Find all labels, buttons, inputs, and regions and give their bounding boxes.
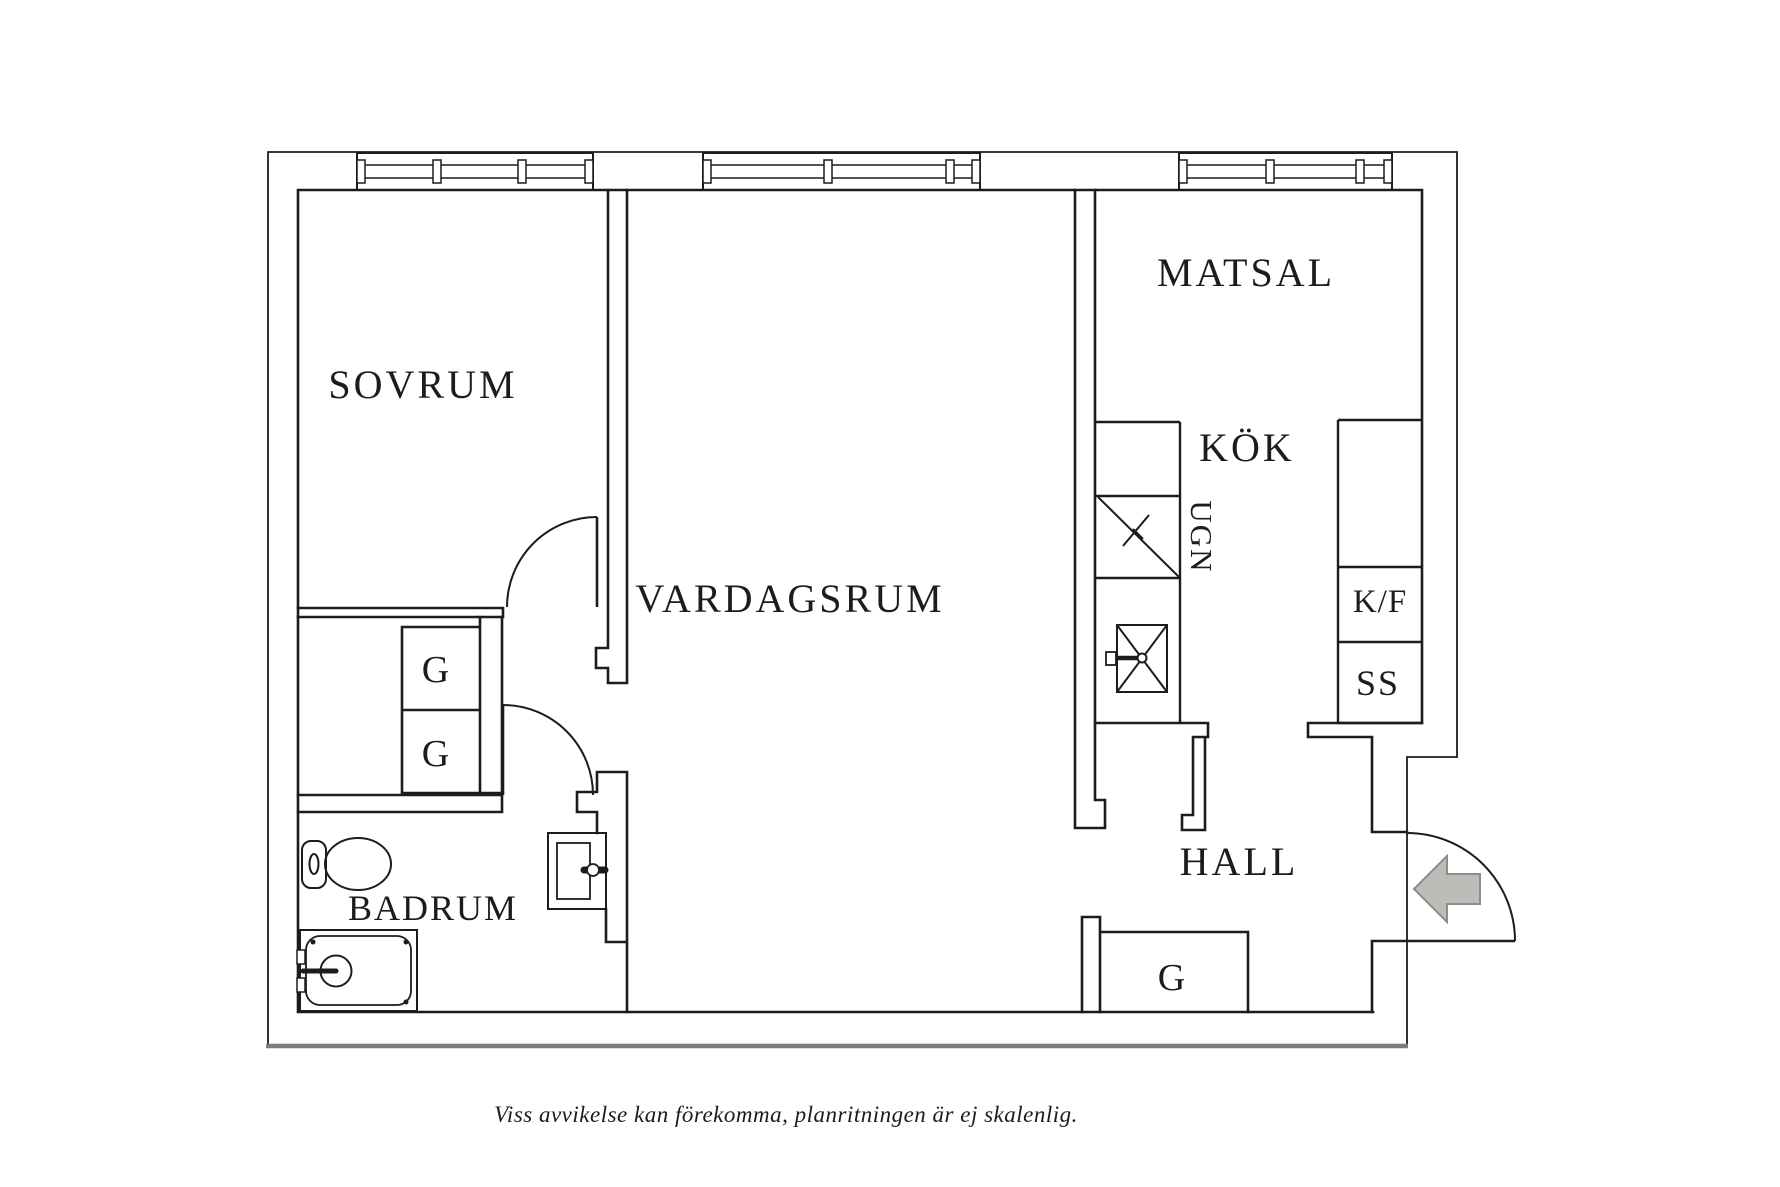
room-label-kok: KÖK [1199,425,1295,470]
wardrobe-label-hall: G [1158,957,1186,999]
room-label-vardagsrum: VARDAGSRUM [635,576,944,621]
toilet-icon [301,837,392,891]
wall-hall-closet [1080,915,1250,1014]
bathtub-icon [296,929,418,1012]
vardagsrum-window [702,152,981,191]
outer-wall-outline [266,151,1458,1049]
wall-vardagsrum-kok [1073,188,1107,830]
wardrobe-label-2: G [422,733,450,775]
stove-icon [1097,496,1180,578]
entry-arrow-icon [1412,853,1481,925]
wall-kok-hall-left-jamb [1093,721,1210,832]
plan-caption: Viss avvikelse kan förekomma, planritnin… [494,1102,1078,1127]
windows [356,152,1393,191]
kitchen-counter-right [1336,418,1422,725]
doors [501,516,1516,943]
badrum-door [501,704,594,796]
bathroom-sink-icon [547,832,609,910]
kitchen-fixtures [1095,418,1422,725]
ss-cabinet-label: SS [1356,663,1400,703]
kitchen-sink-icon [1105,624,1168,693]
wall-badrum-right [575,770,629,1014]
wall-sovrum-bottom [296,606,505,619]
matsal-window [1178,152,1393,191]
sovrum-window [356,152,594,191]
room-label-hall: HALL [1180,839,1299,884]
room-label-matsal: MATSAL [1157,250,1335,295]
sovrum-door [506,516,599,608]
bathroom-fixtures [296,832,609,1012]
labels: SOVRUM VARDAGSRUM MATSAL KÖK HALL BADRUM… [328,250,1407,1127]
fridge-freezer-label: K/F [1353,584,1407,620]
room-label-sovrum: SOVRUM [328,362,517,407]
oven-label: UGN [1184,500,1219,573]
wall-badrum-top [296,793,504,814]
wall-closet-block [400,615,504,795]
wardrobe-label-1: G [422,649,450,691]
kitchen-counter-left [1095,420,1182,723]
room-label-badrum: BADRUM [348,888,518,928]
wall-sovrum-vardagsrum [594,188,629,685]
wall-entry-vestibule [1306,721,1424,1014]
entry-door [1406,832,1516,943]
